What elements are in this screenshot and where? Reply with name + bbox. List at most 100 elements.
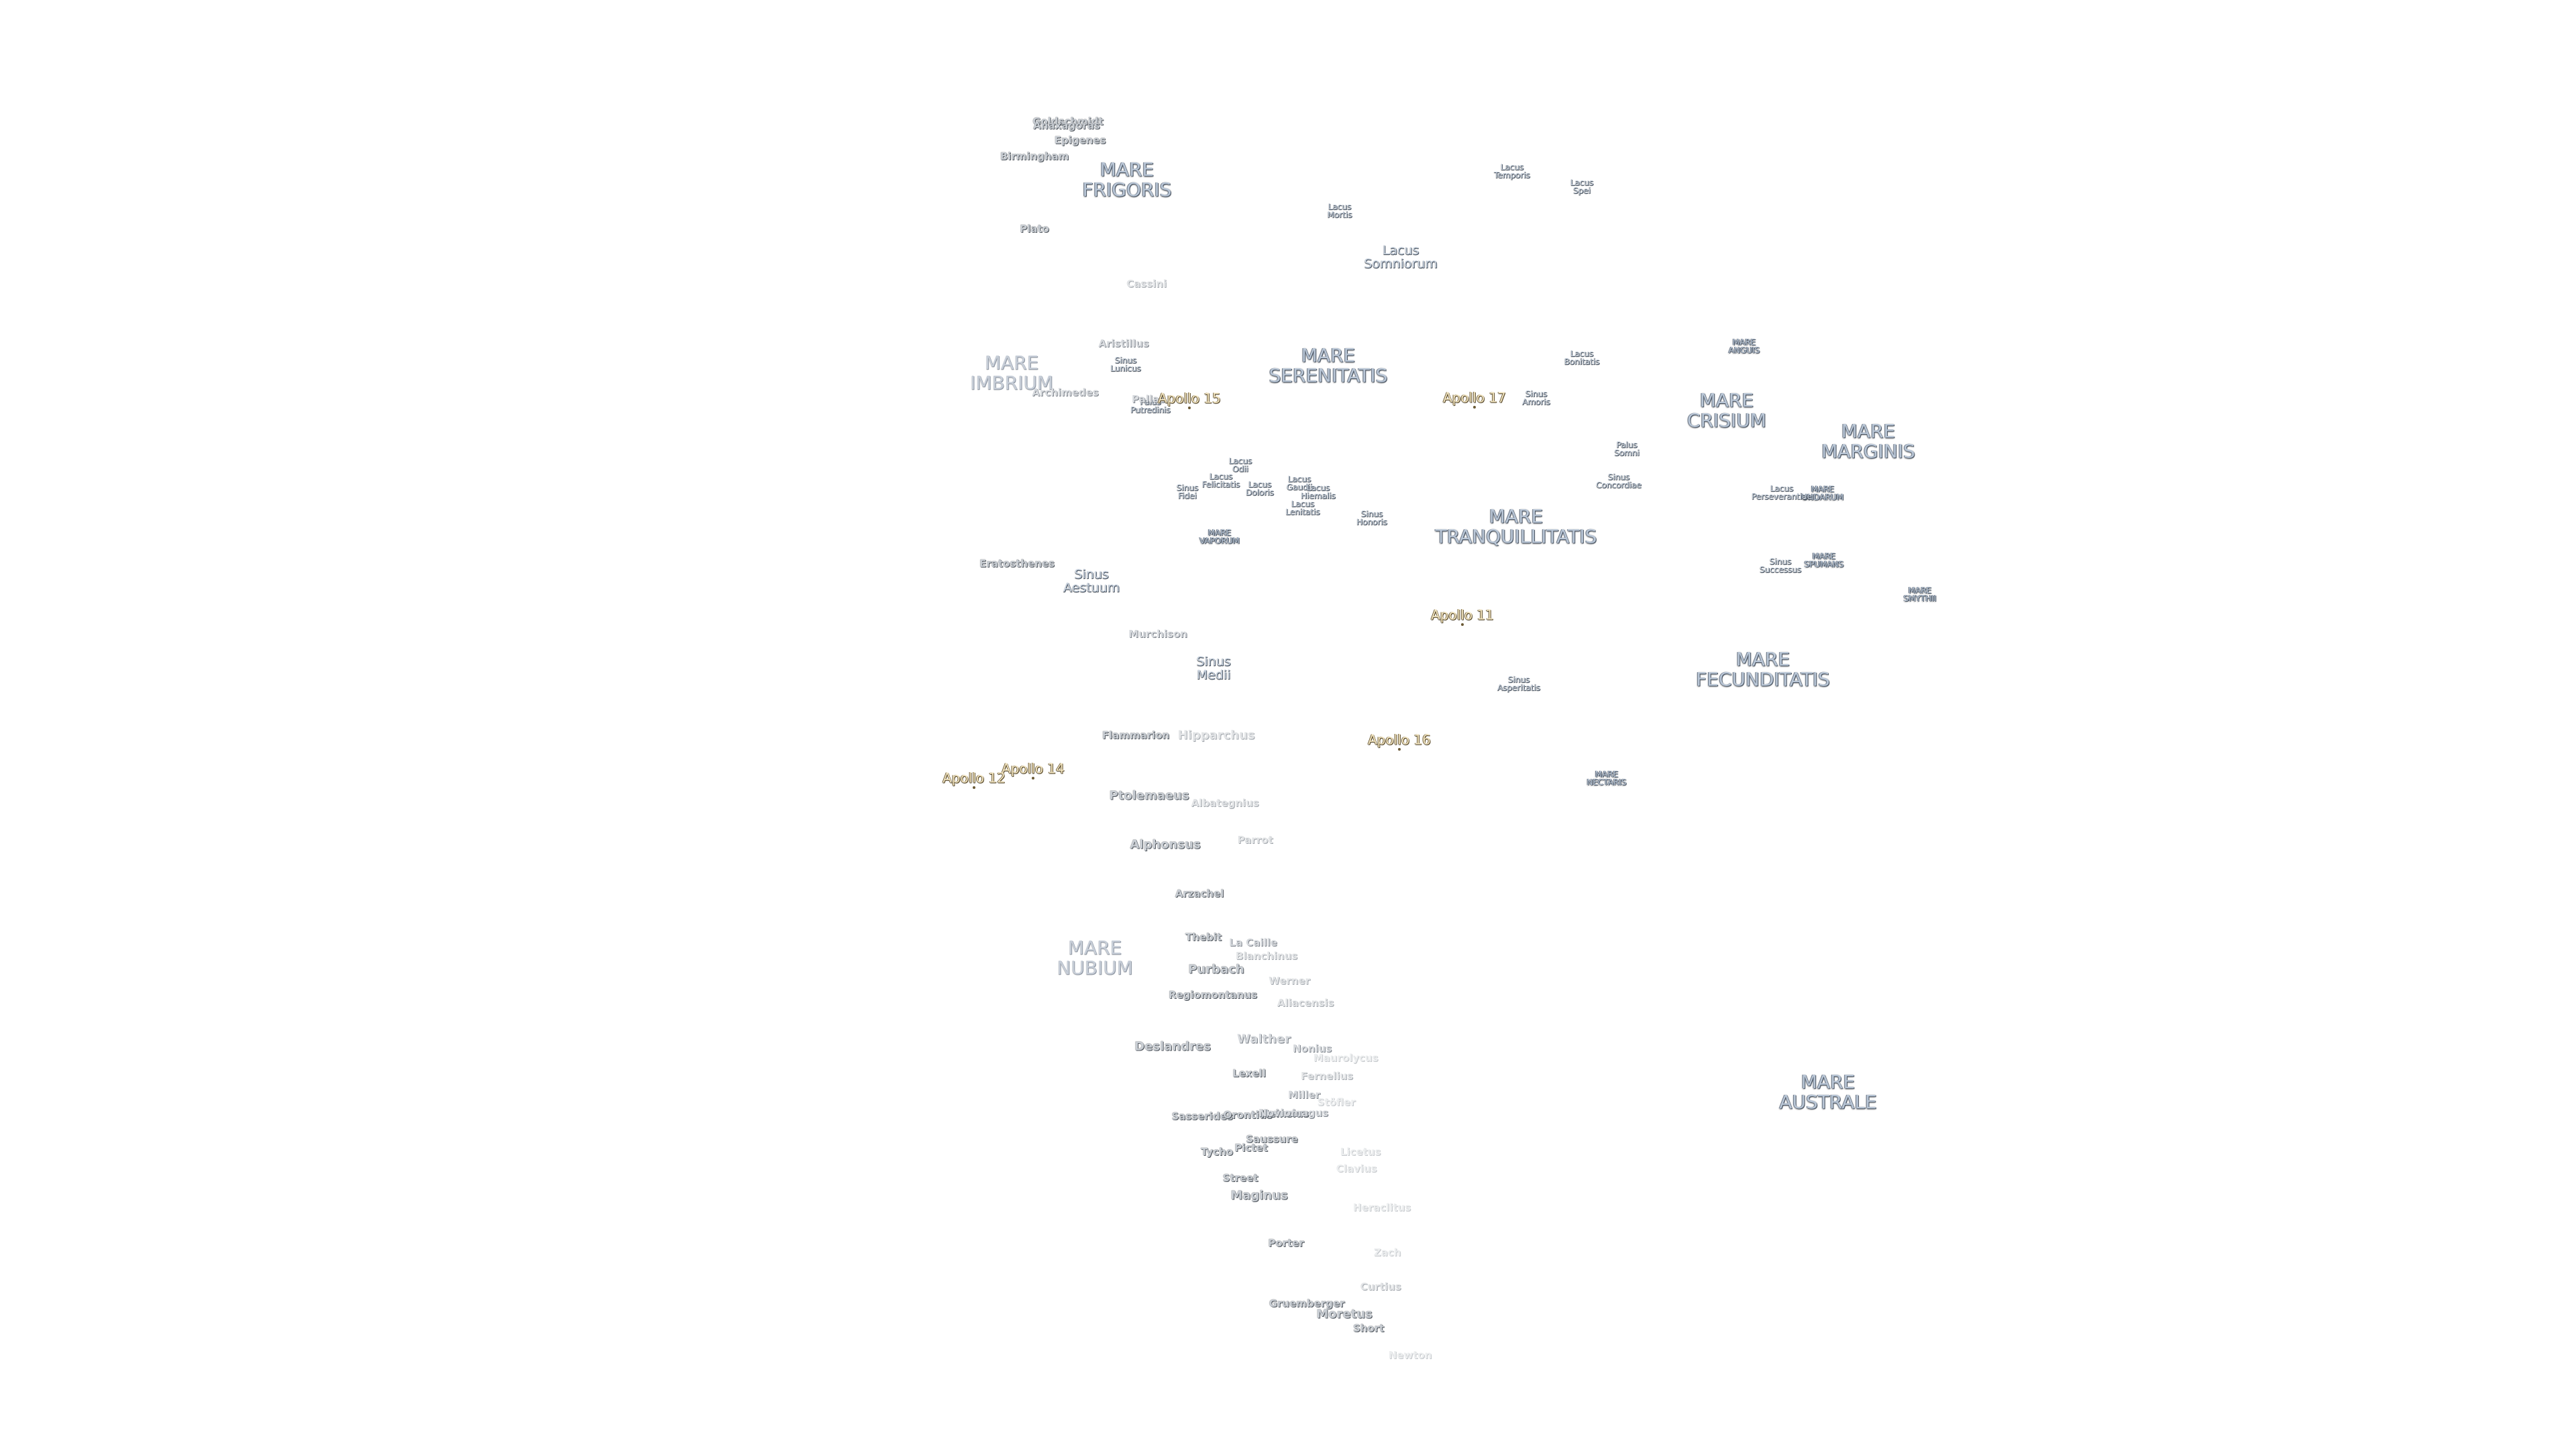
crater-label-maginus: Maginus bbox=[1230, 1188, 1288, 1203]
landing-site-marker-apollo-12 bbox=[973, 786, 975, 789]
crater-label-blanchinus: Blanchinus bbox=[1235, 950, 1298, 963]
crater-label-epigenes: Epigenes bbox=[1054, 134, 1106, 147]
crater-label-anaxagoras: Anaxagoras bbox=[1033, 119, 1100, 132]
crater-label-short: Short bbox=[1352, 1322, 1385, 1335]
crater-label-lexell: Lexell bbox=[1232, 1067, 1266, 1080]
crater-label-licetus: Licetus bbox=[1340, 1146, 1381, 1159]
landing-site-marker-apollo-11 bbox=[1461, 623, 1464, 626]
crater-label-la-caille: La Caille bbox=[1229, 936, 1277, 949]
apollo-label-apollo-12: Apollo 12 bbox=[943, 769, 1006, 786]
crater-label-aristillus: Aristillus bbox=[1098, 337, 1149, 350]
apollo-label-apollo-17: Apollo 17 bbox=[1443, 389, 1506, 406]
crater-label-orontius: Orontius bbox=[1223, 1109, 1273, 1122]
crater-label-zach: Zach bbox=[1373, 1246, 1401, 1259]
crater-label-birmingham: Birmingham bbox=[1000, 150, 1069, 163]
crater-label-nonius: Nonius bbox=[1292, 1042, 1332, 1055]
crater-label-gruemberger: Gruemberger bbox=[1269, 1297, 1345, 1310]
crater-label-aliacensis: Aliacensis bbox=[1277, 997, 1334, 1010]
crater-label-alphonsus: Alphonsus bbox=[1130, 837, 1201, 852]
crater-label-pallas: Pallas bbox=[1131, 393, 1166, 406]
crater-label-regiomontanus: Regiomontanus bbox=[1168, 989, 1258, 1002]
crater-label-eratosthenes: Eratosthenes bbox=[979, 557, 1055, 570]
crater-label-parrot: Parrot bbox=[1237, 834, 1273, 847]
crater-label-saussure: Saussure bbox=[1246, 1133, 1298, 1146]
landing-site-marker-apollo-16 bbox=[1398, 748, 1401, 751]
landing-site-marker-apollo-17 bbox=[1473, 406, 1476, 409]
crater-label-miller: Miller bbox=[1288, 1089, 1320, 1102]
crater-label-ptolemaeus: Ptolemaeus bbox=[1109, 788, 1189, 803]
crater-label-archimedes: Archimedes bbox=[1032, 386, 1099, 399]
crater-label-thebit: Thebit bbox=[1185, 931, 1222, 944]
crater-label-sasserides: Sasserides bbox=[1171, 1110, 1233, 1123]
crater-label-plato: Plato bbox=[1020, 223, 1049, 235]
crater-label-newton: Newton bbox=[1388, 1349, 1432, 1362]
crater-label-clavius: Clavius bbox=[1336, 1163, 1377, 1175]
crater-label-walther: Walther bbox=[1236, 1032, 1291, 1046]
crater-label-hipparchus: Hipparchus bbox=[1177, 728, 1255, 743]
crater-label-albategnius: Albategnius bbox=[1191, 797, 1259, 810]
crater-label-purbach: Purbach bbox=[1188, 962, 1244, 977]
crater-label-street: Street bbox=[1222, 1172, 1258, 1185]
crater-label-cassini: Cassini bbox=[1126, 278, 1167, 290]
crater-label-murchison: Murchison bbox=[1128, 628, 1187, 641]
crater-label-tycho: Tycho bbox=[1200, 1146, 1234, 1159]
crater-label-maurolycus: Maurolycus bbox=[1313, 1052, 1379, 1065]
landing-site-marker-apollo-14 bbox=[1032, 777, 1034, 780]
crater-label-deslandres: Deslandres bbox=[1134, 1039, 1211, 1054]
crater-label-goldschmidt: Goldschmidt bbox=[1032, 115, 1104, 128]
crater-label-fernelius: Fernelius bbox=[1301, 1070, 1353, 1083]
crater-label-curtius: Curtius bbox=[1360, 1281, 1401, 1293]
landing-site-marker-apollo-15 bbox=[1188, 407, 1191, 409]
crater-label-flammarion: Flammarion bbox=[1102, 729, 1170, 742]
crater-label-arzachel: Arzachel bbox=[1175, 888, 1224, 900]
apollo-label-apollo-15: Apollo 15 bbox=[1158, 390, 1221, 407]
apollo-label-apollo-11: Apollo 11 bbox=[1431, 606, 1494, 623]
crater-label-noviomagus: Noviomagus bbox=[1258, 1107, 1329, 1120]
apollo-label-apollo-14: Apollo 14 bbox=[1002, 760, 1065, 777]
crater-label-moretus: Moretus bbox=[1316, 1307, 1373, 1322]
crater-label-porter: Porter bbox=[1268, 1237, 1304, 1250]
crater-label-heinsius: Heinsius bbox=[1260, 1108, 1309, 1120]
crater-label-heraclitus: Heraclitus bbox=[1352, 1201, 1411, 1214]
crater-label-stofler: Stöfler bbox=[1317, 1096, 1356, 1109]
